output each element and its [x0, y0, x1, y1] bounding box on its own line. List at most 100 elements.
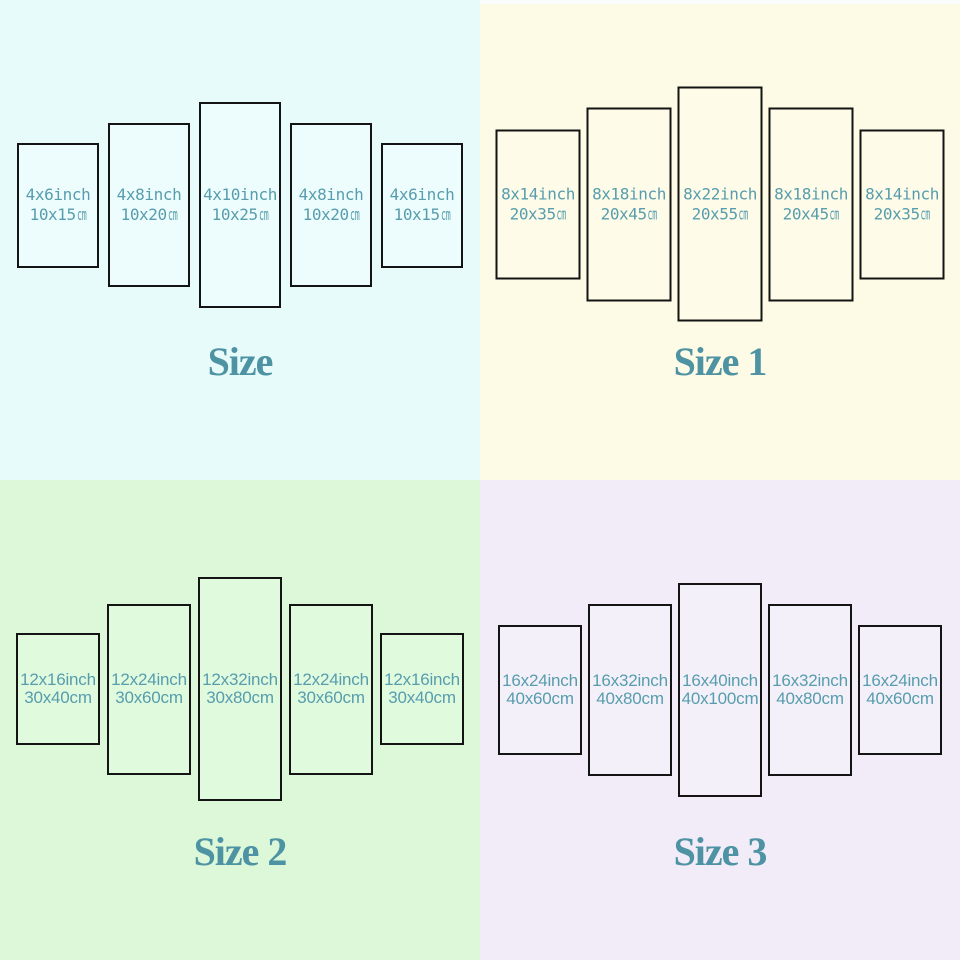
panel-inch-text: 4x8inch: [298, 185, 364, 204]
panel-cm-unit: cm: [647, 204, 658, 223]
quadrant-size-1: 8x14inch 20x35cm 8x18inch 20x45cm 8x22in…: [480, 0, 960, 480]
panel-cm-text: 20x35cm: [865, 204, 939, 224]
panel-group-size: 4x6inch 10x15cm 4x8inch 10x20cm 4x10inch…: [17, 102, 463, 308]
panel-inch-text: 8x14inch: [865, 184, 939, 203]
panel-cm-unit: cm: [76, 205, 87, 224]
panel-cm-text: 10x20cm: [299, 205, 364, 225]
panel-inch-text: 8x22inch: [683, 184, 757, 203]
panel-cm-unit: cm: [911, 689, 934, 708]
panel-cm-text: 30x40cm: [20, 688, 96, 708]
panel-inch-text: 8x18inch: [774, 184, 848, 203]
panel-size-label: 12x24inch 30x60cm: [293, 670, 369, 708]
panel-cm-value: 30x60: [297, 688, 343, 707]
panel-cm-value: 30x40: [388, 688, 434, 707]
panel-cm-unit: cm: [160, 688, 183, 707]
panel-size-label: 12x24inch 30x60cm: [111, 669, 187, 708]
panel-cm-value: 40x100: [681, 689, 737, 708]
panel-cm-unit: cm: [258, 205, 269, 224]
panel-cm-value: 10x20: [120, 205, 168, 224]
panel-cm-unit: cm: [821, 689, 844, 708]
panel-cm-unit: cm: [349, 205, 360, 224]
panel-cm-text: 20x55cm: [683, 204, 757, 224]
panel-size-label: 12x16inch 30x40cm: [20, 669, 96, 708]
canvas-panel-5: 16x24inch 40x60cm: [858, 625, 942, 755]
panel-cm-text: 10x15cm: [26, 205, 91, 225]
panel-size-label: 4x8inch 10x20cm: [117, 185, 182, 225]
panel-inch-text: 4x6inch: [389, 185, 455, 204]
panel-cm-value: 10x15: [393, 205, 441, 224]
panel-cm-value: 10x15: [29, 205, 77, 224]
canvas-panel-4: 12x24inch 30x60cm: [289, 603, 373, 775]
panel-size-label: 8x22inch 20x55cm: [683, 184, 757, 224]
panel-inch-text: 4x8inch: [116, 185, 182, 204]
panel-size-label: 4x6inch 10x15cm: [26, 185, 91, 225]
panel-size-label: 12x16inch 30x40cm: [384, 669, 460, 708]
canvas-panel-2: 16x32inch 40x80cm: [588, 604, 672, 776]
size-group-title: Size 2: [193, 829, 288, 874]
canvas-panel-5: 12x16inch 30x40cm: [380, 633, 464, 745]
panel-inch-text: 16x32inch: [592, 670, 668, 690]
panel-cm-unit: cm: [69, 688, 92, 707]
panel-cm-unit: cm: [556, 204, 567, 223]
panel-cm-text: 40x80cm: [592, 689, 668, 709]
panel-size-label: 16x24inch 40x60cm: [862, 671, 938, 709]
panel-cm-text: 30x40cm: [384, 688, 460, 708]
panel-cm-value: 20x45: [782, 204, 830, 223]
panel-cm-value: 10x20: [302, 205, 350, 224]
panel-cm-text: 20x45cm: [592, 204, 666, 224]
panel-size-label: 16x32inch 40x80cm: [772, 670, 848, 709]
panel-cm-text: 20x35cm: [501, 204, 575, 224]
panel-cm-unit: cm: [551, 689, 574, 708]
panel-cm-value: 20x55: [691, 204, 739, 223]
panel-group-size-1: 8x14inch 20x35cm 8x18inch 20x45cm 8x22in…: [495, 86, 945, 322]
panel-size-label: 16x40inch 40x100cm: [681, 671, 759, 709]
panel-cm-unit: cm: [342, 688, 365, 707]
panel-cm-text: 20x45cm: [774, 204, 848, 224]
canvas-panel-1: 16x24inch 40x60cm: [498, 625, 582, 755]
canvas-panel-2: 4x8inch 10x20cm: [108, 123, 190, 287]
panel-inch-text: 8x18inch: [592, 184, 666, 203]
panel-cm-value: 40x80: [596, 689, 642, 708]
panel-cm-unit: cm: [641, 689, 664, 708]
canvas-panel-3: 12x32inch 30x80cm: [198, 577, 282, 801]
panel-size-label: 4x10inch 10x25cm: [203, 185, 277, 225]
panel-cm-value: 20x35: [509, 204, 557, 223]
panel-size-label: 4x6inch 10x15cm: [390, 185, 455, 225]
canvas-panel-5: 8x14inch 20x35cm: [859, 129, 945, 279]
canvas-panel-1: 8x14inch 20x35cm: [495, 129, 581, 279]
panel-inch-text: 4x6inch: [25, 185, 91, 204]
panel-cm-text: 10x15cm: [390, 205, 455, 225]
panel-cm-text: 30x60cm: [111, 688, 187, 708]
panel-size-label: 8x14inch 20x35cm: [865, 184, 939, 224]
canvas-panel-5: 4x6inch 10x15cm: [381, 142, 463, 268]
size-group-title: Size: [207, 339, 274, 384]
panel-size-label: 8x18inch 20x45cm: [774, 184, 848, 224]
panel-cm-value: 20x45: [600, 204, 648, 223]
panel-size-label: 12x32inch 30x80cm: [202, 670, 278, 708]
panel-size-label: 16x24inch 40x60cm: [502, 671, 578, 709]
panel-cm-unit: cm: [251, 688, 274, 707]
panel-inch-text: 12x24inch: [111, 669, 187, 689]
panel-cm-unit: cm: [167, 205, 178, 224]
panel-inch-text: 12x16inch: [20, 669, 96, 689]
panel-cm-text: 40x60cm: [502, 689, 578, 709]
panel-cm-unit: cm: [736, 689, 759, 708]
panel-cm-value: 20x35: [873, 204, 921, 223]
panel-inch-text: 12x16inch: [384, 669, 460, 689]
panel-size-label: 8x14inch 20x35cm: [501, 184, 575, 224]
panel-cm-unit: cm: [738, 204, 749, 223]
canvas-panel-3: 4x10inch 10x25cm: [199, 102, 281, 308]
panel-cm-unit: cm: [433, 688, 456, 707]
canvas-panel-3: 8x22inch 20x55cm: [677, 86, 763, 322]
canvas-panel-4: 16x32inch 40x80cm: [768, 604, 852, 776]
panel-cm-value: 10x25: [211, 205, 259, 224]
panel-inch-text: 16x32inch: [772, 670, 848, 690]
panel-cm-text: 10x20cm: [117, 205, 182, 225]
white-edge-strip: [480, 0, 960, 4]
panel-size-label: 8x18inch 20x45cm: [592, 184, 666, 224]
quadrant-size-3: 16x24inch 40x60cm 16x32inch 40x80cm 16x4…: [480, 480, 960, 960]
canvas-panel-4: 4x8inch 10x20cm: [290, 123, 372, 287]
size-group-title: Size 3: [673, 829, 768, 874]
panel-size-label: 4x8inch 10x20cm: [299, 185, 364, 225]
